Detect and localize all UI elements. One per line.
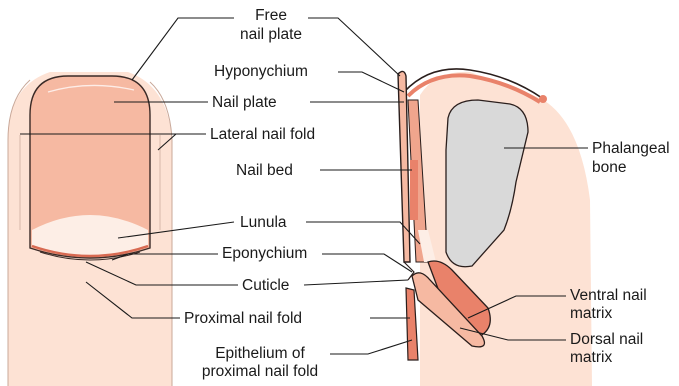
finger-dorsal-view — [8, 72, 172, 386]
label-ventral-nail-matrix: Ventral nail matrix — [570, 287, 647, 323]
label-free-nail-plate: Free nail plate — [234, 6, 308, 44]
label-proximal-nail-fold: Proximal nail fold — [184, 309, 302, 328]
section-proximal-fold — [406, 288, 418, 360]
finger-section-view — [398, 69, 592, 386]
leader-cuticle-right — [304, 280, 408, 285]
leader-eponychium-right — [322, 254, 412, 272]
label-phalangeal-bone: Phalangeal bone — [592, 139, 670, 177]
label-cuticle: Cuticle — [242, 276, 289, 295]
leader-epithelium — [330, 340, 412, 354]
leader-free-nail-plate-right — [308, 18, 400, 76]
label-lunula: Lunula — [240, 213, 287, 232]
label-nail-bed: Nail bed — [236, 161, 293, 180]
leader-hyponychium — [338, 72, 404, 92]
label-nail-plate: Nail plate — [212, 93, 277, 112]
label-dorsal-nail-matrix: Dorsal nail matrix — [570, 331, 643, 367]
tip-end-dot — [539, 95, 547, 103]
label-epithelium-proximal-nail-fold: Epithelium of proximal nail fold — [192, 345, 328, 381]
label-lateral-nail-fold: Lateral nail fold — [210, 125, 315, 144]
label-eponychium: Eponychium — [222, 244, 307, 263]
section-nail-bed-mark — [410, 160, 418, 220]
label-hyponychium: Hyponychium — [214, 62, 308, 81]
